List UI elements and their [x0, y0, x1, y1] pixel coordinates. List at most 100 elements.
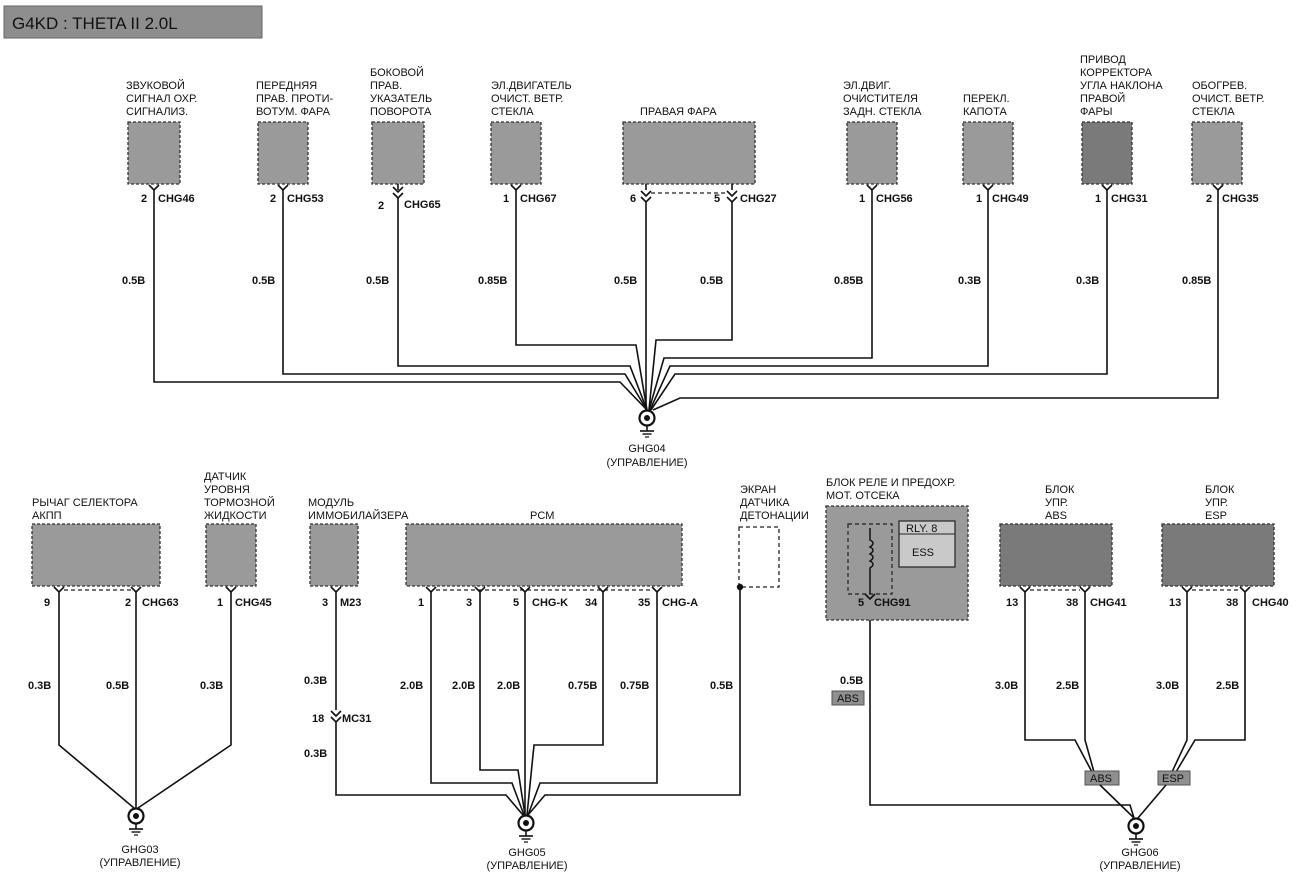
- windshield-deicer-label: ОБОГРЕВ. ОЧИСТ. ВЕТР. СТЕКЛА: [1192, 80, 1268, 118]
- diagram-title: G4KD : THETA II 2.0L: [3, 5, 263, 39]
- connector-chevron-icon: [1019, 586, 1031, 593]
- bottom-left-section: РЫЧАГ СЕЛЕКТОРА АКПП 9 2 CHG63 0.3B 0.5B…: [28, 471, 275, 869]
- abs-module: БЛОК УПР. ABS 13 38 CHG41 3.0B 2.5B ABS: [995, 484, 1135, 819]
- wire-gauge: 2.0B: [452, 680, 475, 692]
- wire: [648, 202, 733, 411]
- wire-gauge: 0.3B: [304, 675, 327, 687]
- connector-chevron-icon: [277, 184, 289, 191]
- gear-selector-box: [31, 523, 161, 587]
- connector-id: M23: [340, 597, 361, 609]
- connector-chevron-icon: [1212, 184, 1224, 191]
- wire-gauge: 0.5B: [710, 680, 733, 692]
- bottom-middle-section: МОДУЛЬ ИММОБИЛАЙЗЕРА 3 M23 0.3B 18 MC31 …: [304, 484, 809, 872]
- pin-number: 5: [858, 597, 864, 609]
- ground-name: GHG05: [508, 847, 545, 859]
- connector-id: CHG-K: [532, 597, 568, 609]
- knock-sensor-shield-label: ЭКРАН ДАТЧИКА ДЕТОНАЦИИ: [740, 484, 809, 522]
- pin-number: 2: [125, 597, 131, 609]
- hood-switch-label: ПЕРЕКЛ. КАПОТА: [963, 93, 1013, 118]
- connector-chevron-icon: [597, 586, 609, 593]
- abs-tag: [831, 690, 865, 706]
- wire-gauge: 0.75B: [568, 680, 597, 692]
- connector-chevron-icon: [982, 184, 994, 191]
- wire: [397, 198, 648, 411]
- wire-gauge: 2.0B: [400, 680, 423, 692]
- windshield-wiper-motor-label: ЭЛ.ДВИГАТЕЛЬ ОЧИСТ. ВЕТР. СТЕКЛА: [491, 80, 575, 118]
- connector-chevron-icon: [726, 190, 738, 197]
- wire-gauge: 0.3B: [958, 275, 981, 287]
- headlamp-leveling-actuator: ПРИВОД КОРРЕКТОРА УГЛА НАКЛОНА ПРАВОЙ ФА…: [650, 54, 1163, 411]
- wire: [282, 190, 648, 411]
- wire: [648, 190, 873, 411]
- connector-chevron-icon: [225, 586, 237, 593]
- connector-id: CHG46: [158, 193, 195, 205]
- ground-note: (УПРАВЛЕНИЕ): [486, 860, 567, 872]
- right-headlamp-box: [622, 121, 756, 185]
- pin-number: 38: [1226, 597, 1238, 609]
- horn-alarm-box: [127, 121, 181, 185]
- connector-id: CHG-A: [662, 597, 698, 609]
- connector-id: CHG45: [235, 597, 272, 609]
- wire-gauge: 2.5B: [1056, 680, 1079, 692]
- wire: [652, 190, 1219, 411]
- wire: [1084, 592, 1095, 773]
- pin-number: 1: [418, 597, 424, 609]
- ground-name: GHG03: [121, 844, 158, 856]
- connector-chevron-icon: [519, 586, 531, 593]
- esp-module-box: [1161, 523, 1275, 587]
- connector-id: CHG53: [287, 193, 324, 205]
- horn-alarm-label: ЗВУКОВОЙ СИГНАЛ ОХР. СИГНАЛИЗ.: [126, 79, 200, 118]
- connector-id: CHG41: [1090, 597, 1127, 609]
- wire: [1024, 592, 1093, 773]
- wire-gauge: 0.5B: [122, 275, 145, 287]
- connector-id: CHG27: [740, 193, 777, 205]
- wire: [869, 620, 1135, 819]
- ground-note: (УПРАВЛЕНИЕ): [1099, 860, 1180, 872]
- top-section: ЗВУКОВОЙ СИГНАЛ ОХР. СИГНАЛИЗ. 2 CHG46 0…: [122, 54, 1268, 469]
- front-fog-lamp-label: ПЕРЕДНЯЯ ПРАВ. ПРОТИ- ВОТУМ. ФАРА: [256, 80, 336, 118]
- knock-sensor-shield-box: [738, 526, 780, 588]
- pin-number: 5: [714, 193, 720, 205]
- pin-number: 3: [466, 597, 472, 609]
- knock-sensor-shield: ЭКРАН ДАТЧИКА ДЕТОНАЦИИ 0.5B: [527, 484, 809, 816]
- pin-number: 34: [585, 597, 598, 609]
- wire-gauge: 2.0B: [497, 680, 520, 692]
- pin-number: 1: [503, 193, 509, 205]
- side-turn-signal: БОКОВОЙ ПРАВ. УКАЗАТЕЛЬ ПОВОРОТА 2 CHG65…: [366, 66, 648, 411]
- rear-wiper-motor: ЭЛ.ДВИГ. ОЧИСТИТЕЛЯ ЗАДН. СТЕКЛА 1 CHG56…: [648, 80, 922, 411]
- pin-number: 2: [378, 200, 384, 212]
- wire: [1099, 784, 1135, 819]
- wire: [650, 190, 1108, 411]
- horn-alarm: ЗВУКОВОЙ СИГНАЛ ОХР. СИГНАЛИЗ. 2 CHG46 0…: [122, 79, 648, 411]
- pin-number: 1: [217, 597, 223, 609]
- pcm: PCM 1 3 5 CHG-K 34 35 CHG-A 2.0B 2.0B 2.…: [400, 510, 698, 816]
- connector-id: CHG31: [1111, 193, 1148, 205]
- wire-gauge: 0.5B: [840, 675, 863, 687]
- pin-number: 38: [1066, 597, 1078, 609]
- pin-number: 9: [44, 597, 50, 609]
- wire-gauge: 0.75B: [620, 680, 649, 692]
- connector-chevron-icon: [53, 586, 65, 593]
- relay-fuse-block-label: БЛОК РЕЛЕ И ПРЕДОХР. МОТ. ОТСЕКА: [826, 477, 959, 502]
- ground-icon: [127, 807, 145, 837]
- pin-number: 6: [630, 193, 636, 205]
- wire-gauge: 3.0B: [1156, 680, 1179, 692]
- splice-chevron-icon: [330, 710, 342, 717]
- windshield-deicer: ОБОГРЕВ. ОЧИСТ. ВЕТР. СТЕКЛА 2 CHG35 0.8…: [652, 80, 1268, 411]
- wire: [527, 587, 741, 816]
- ground-icon: [1127, 817, 1145, 847]
- windshield-wiper-motor-box: [490, 121, 542, 185]
- ground-note: (УПРАВЛЕНИЕ): [606, 457, 687, 469]
- immobilizer-module-box: [309, 523, 359, 587]
- ground-icon: [517, 814, 535, 844]
- wire-gauge: 0.5B: [366, 275, 389, 287]
- connector-chevron-icon: [866, 184, 878, 191]
- ground-ghg05: GHG05 (УПРАВЛЕНИЕ): [486, 814, 568, 872]
- front-fog-lamp: ПЕРЕДНЯЯ ПРАВ. ПРОТИ- ВОТУМ. ФАРА 2 CHG5…: [252, 80, 648, 411]
- wire-gauge: 0.3B: [304, 748, 327, 760]
- connector-chevron-icon: [651, 586, 663, 593]
- abs-tag-text: ABS: [837, 693, 859, 705]
- connector-chevron-icon: [726, 196, 738, 203]
- pin-number: 2: [270, 193, 276, 205]
